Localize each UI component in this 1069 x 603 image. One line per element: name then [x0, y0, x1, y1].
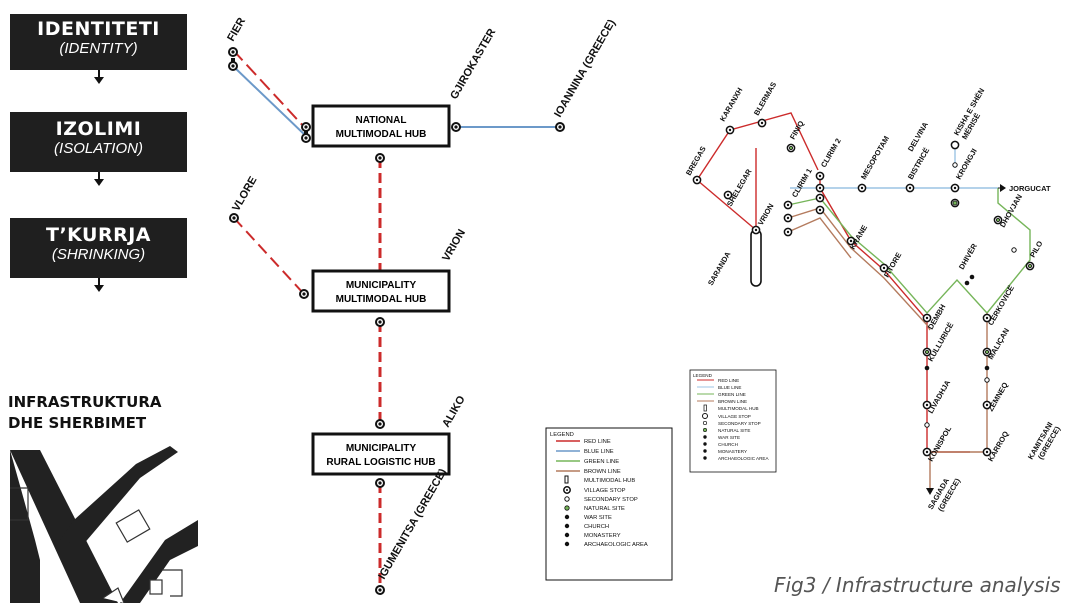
station-label: VRION [756, 202, 776, 227]
svg-text:VILLAGE STOP: VILLAGE STOP [718, 414, 751, 419]
step-subtitle: (IDENTITY) [59, 40, 138, 57]
svg-text:LEGEND: LEGEND [693, 373, 713, 378]
svg-text:BLUE LINE: BLUE LINE [584, 449, 614, 455]
station-label: KARROQ [986, 429, 1011, 463]
place-label: FIER [225, 16, 248, 44]
svg-text:RED LINE: RED LINE [718, 378, 739, 383]
station-label: MALIÇAN [986, 327, 1011, 361]
svg-text:NATURAL SITE: NATURAL SITE [584, 506, 625, 512]
street-map-thumbnail [8, 443, 198, 603]
station-label: SHELEGAR [725, 167, 754, 208]
place-label: VLORE [230, 175, 259, 214]
station-label: CLIRIM 1 [790, 167, 814, 199]
place-label: ALIKO [440, 393, 468, 429]
step-identity: IDENTITETI (IDENTITY) [10, 14, 187, 70]
step-title: T’KURRJA [45, 224, 152, 246]
svg-text:MONASTERY: MONASTERY [584, 533, 621, 539]
figure-caption: Fig3 / Infrastructure analysis [774, 573, 1061, 597]
svg-text:RED LINE: RED LINE [584, 439, 611, 445]
infrastructure-heading: INFRASTRUKTURA DHE SHERBIMET [8, 392, 162, 434]
station-label: JORGUCAT [1009, 184, 1051, 193]
svg-text:MULTIMODAL HUB: MULTIMODAL HUB [718, 406, 759, 411]
svg-text:WAR SITE: WAR SITE [718, 435, 740, 440]
step-isolation: IZOLIMI (ISOLATION) [10, 112, 187, 172]
legend-large: LEGEND RED LINE BLUE LINE GREEN LINE BRO… [545, 427, 673, 581]
station-label: CLIRIM 2 [819, 137, 843, 169]
svg-text:GREEN LINE: GREEN LINE [718, 392, 746, 397]
place-label: IOANNINA (GREECE) [552, 17, 618, 119]
station-label: BREGAS [684, 145, 708, 177]
hub-label: MULTIMODAL HUB [336, 129, 427, 140]
station-label: KONISPOL [926, 424, 954, 463]
svg-text:BLUE LINE: BLUE LINE [718, 385, 742, 390]
station-label: SARANDA [706, 250, 733, 287]
svg-text:MULTIMODAL HUB: MULTIMODAL HUB [584, 478, 635, 484]
svg-text:ARCHAEOLOGIC AREA: ARCHAEOLOGIC AREA [718, 456, 769, 461]
svg-text:ARCHAEOLOGIC AREA: ARCHAEOLOGIC AREA [584, 542, 648, 548]
station-label: ZEMNEQ [986, 381, 1010, 413]
svg-text:BROWN LINE: BROWN LINE [584, 469, 621, 475]
step-subtitle: (SHRINKING) [51, 246, 146, 263]
station-label: KRONGJI [954, 147, 979, 181]
hub-label: NATIONAL [356, 115, 407, 126]
svg-text:MONASTERY: MONASTERY [718, 449, 747, 454]
step-title: IDENTITETI [37, 18, 160, 40]
station-label: LIVADHJA [926, 378, 953, 415]
heading-line-1: INFRASTRUKTURA [8, 393, 162, 411]
svg-text:BROWN LINE: BROWN LINE [718, 399, 747, 404]
step-title: IZOLIMI [55, 118, 142, 140]
svg-text:CHURCH: CHURCH [584, 524, 609, 530]
place-label: VRION [440, 227, 468, 263]
svg-text:CHURCH: CHURCH [718, 442, 738, 447]
hub-label: MUNICIPALITY [346, 443, 417, 454]
down-arrow-icon [94, 278, 104, 292]
heading-line-2: DHE SHERBIMET [8, 414, 147, 432]
svg-text:VILLAGE STOP: VILLAGE STOP [584, 488, 626, 494]
station-label: KARANXH [718, 86, 745, 123]
down-arrow-icon [94, 172, 104, 186]
legend-small: LEGEND RED LINE BLUE LINE GREEN LINE BRO… [689, 369, 777, 473]
down-arrow-icon [94, 70, 104, 84]
place-label: IGUMENITSA (GREECE) [376, 467, 449, 582]
svg-text:SECONDARY STOP: SECONDARY STOP [718, 421, 761, 426]
svg-text:GREEN LINE: GREEN LINE [584, 459, 619, 465]
station-label: MESOPOTAM [859, 134, 891, 181]
station-label: DHIVËR [957, 241, 979, 271]
svg-text:SECONDARY STOP: SECONDARY STOP [584, 497, 638, 503]
svg-text:NATURAL SITE: NATURAL SITE [718, 428, 750, 433]
step-subtitle: (ISOLATION) [54, 140, 143, 157]
svg-text:LEGEND: LEGEND [550, 432, 574, 438]
station-label: CERKOVICË [986, 284, 1016, 327]
hub-label: MUNICIPALITY [346, 280, 417, 291]
station-label: BLERMAS [752, 80, 778, 117]
hub-label: MULTIMODAL HUB [336, 294, 427, 305]
hub-label: RURAL LOGISTIC HUB [326, 457, 435, 468]
place-label: GJIROKASTER [448, 27, 498, 102]
svg-text:WAR SITE: WAR SITE [584, 515, 612, 521]
station-label: DHOVJAN [998, 193, 1024, 229]
step-shrinking: T’KURRJA (SHRINKING) [10, 218, 187, 278]
